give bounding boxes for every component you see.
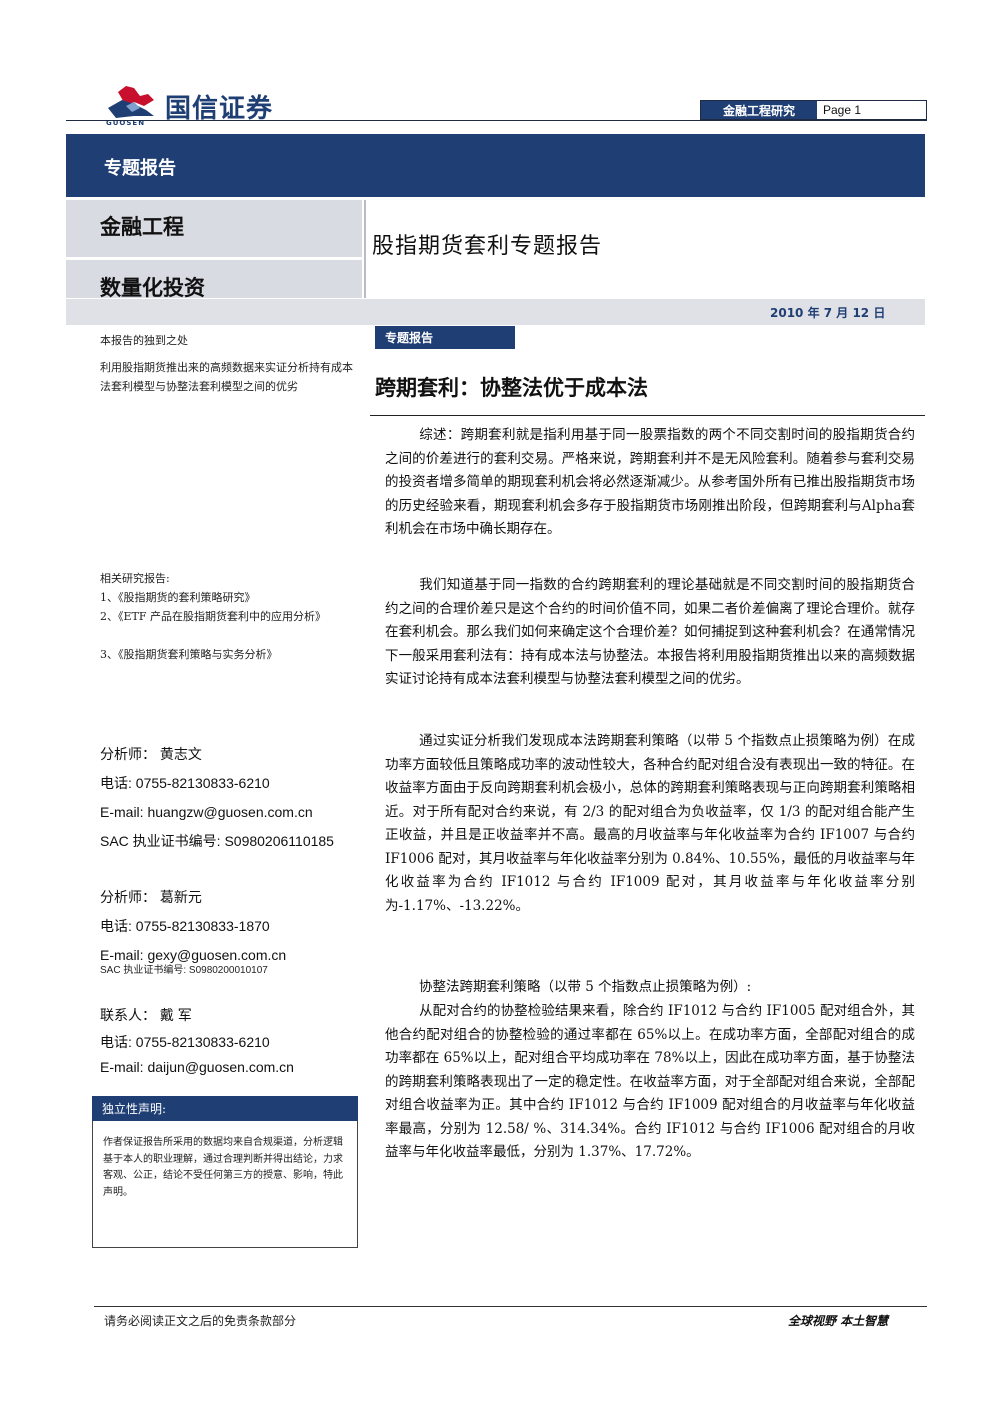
date-bar <box>66 299 925 325</box>
contact-name: 联系人： 戴 军 <box>100 1007 192 1023</box>
footer-rule <box>94 1306 927 1307</box>
paragraph-text: 从配对合约的协整检验结果来看，除合约 IF1012 与合约 IF1005 配对组… <box>385 1003 915 1160</box>
analyst1-name: 分析师： 黄志文 <box>100 746 202 762</box>
subcategory-title: 数量化投资 <box>100 276 205 300</box>
paragraph: 综述：跨期套利就是指利用基于同一股票指数的两个不同交割时间的股指期货合约之间的价… <box>385 424 915 542</box>
unique-text: 利用股指期货推出来的高频数据来实证分析持有成本法套利模型与协整法套利模型之间的优… <box>100 361 353 393</box>
unique-title: 本报告的独到之处 <box>100 334 188 347</box>
analyst1-sac: SAC 执业证书编号: S0980206110185 <box>100 833 334 849</box>
category-band <box>66 200 362 257</box>
guosen-logo-icon <box>108 86 154 118</box>
paragraph-text: 我们知道基于同一指数的合约跨期套利的理论基础就是不同交割时间的股指期货合约之间的… <box>385 577 915 687</box>
paragraph-text: 通过实证分析我们发现成本法跨期套利策略（以带 5 个指数点止损策略为例）在成功率… <box>385 733 915 914</box>
related-item: 3、《股指期货套利策略与实务分析》 <box>100 648 278 661</box>
contact-email[interactable]: E-mail: daijun@guosen.com.cn <box>100 1059 294 1075</box>
contact-phone: 电话: 0755-82130833-6210 <box>100 1034 270 1050</box>
subcategory-band <box>66 260 362 298</box>
report-title: 股指期货套利专题报告 <box>372 234 603 259</box>
paragraph-text: 综述：跨期套利就是指利用基于同一股票指数的两个不同交割时间的股指期货合约之间的价… <box>385 427 915 537</box>
analyst1-email[interactable]: E-mail: huangzw@guosen.com.cn <box>100 804 313 820</box>
department-label: 金融工程研究 <box>701 101 817 119</box>
paragraph-text: 协整法跨期套利策略（以带 5 个指数点止损策略为例）: <box>419 979 752 995</box>
brand-latin: GUOSEN <box>106 119 146 127</box>
analyst2-email[interactable]: E-mail: gexy@guosen.com.cn <box>100 947 287 963</box>
headline: 跨期套利：协整法优于成本法 <box>375 376 648 400</box>
brand-name: 国信证券 <box>165 94 274 124</box>
analyst1-phone: 电话: 0755-82130833-6210 <box>100 775 270 791</box>
section-tag: 专题报告 <box>375 326 515 348</box>
page-number: Page 1 <box>823 103 862 117</box>
report-date: 2010 年 7 月 12 日 <box>770 306 886 320</box>
banner <box>66 134 925 197</box>
footer-slogan: 全球视野 本土智慧 <box>788 1314 889 1328</box>
paragraph: 从配对合约的协整检验结果来看，除合约 IF1012 与合约 IF1005 配对组… <box>385 1000 915 1165</box>
paragraph: 通过实证分析我们发现成本法跨期套利策略（以带 5 个指数点止损策略为例）在成功率… <box>385 730 915 918</box>
independence-text: 作者保证报告所采用的数据均来自合规渠道，分析逻辑基于本人的职业理解，通过合理判断… <box>92 1121 358 1248</box>
header-rule <box>66 120 927 121</box>
category-title: 金融工程 <box>100 215 184 239</box>
paragraph: 我们知道基于同一指数的合约跨期套利的理论基础就是不同交割时间的股指期货合约之间的… <box>385 574 915 692</box>
analyst2-sac: SAC 执业证书编号: S0980200010107 <box>100 965 268 976</box>
related-item: 2、《ETF 产品在股指期货套利中的应用分析》 <box>100 610 326 623</box>
related-title: 相关研究报告: <box>100 572 170 585</box>
tag-rule <box>375 348 515 349</box>
independence-title: 独立性声明: <box>92 1096 358 1121</box>
analyst2-phone: 电话: 0755-82130833-1870 <box>100 918 270 934</box>
related-item: 1、《股指期货的套利策略研究》 <box>100 591 256 604</box>
analyst2-name: 分析师： 葛新元 <box>100 889 202 905</box>
title-divider <box>364 200 366 298</box>
footer-disclaimer: 请务必阅读正文之后的免责条款部分 <box>104 1314 297 1328</box>
paragraph: 协整法跨期套利策略（以带 5 个指数点止损策略为例）: <box>385 976 915 1000</box>
header-page-box: 金融工程研究 Page 1 <box>700 100 927 120</box>
banner-label: 专题报告 <box>104 158 176 179</box>
headline-rule <box>370 415 925 416</box>
